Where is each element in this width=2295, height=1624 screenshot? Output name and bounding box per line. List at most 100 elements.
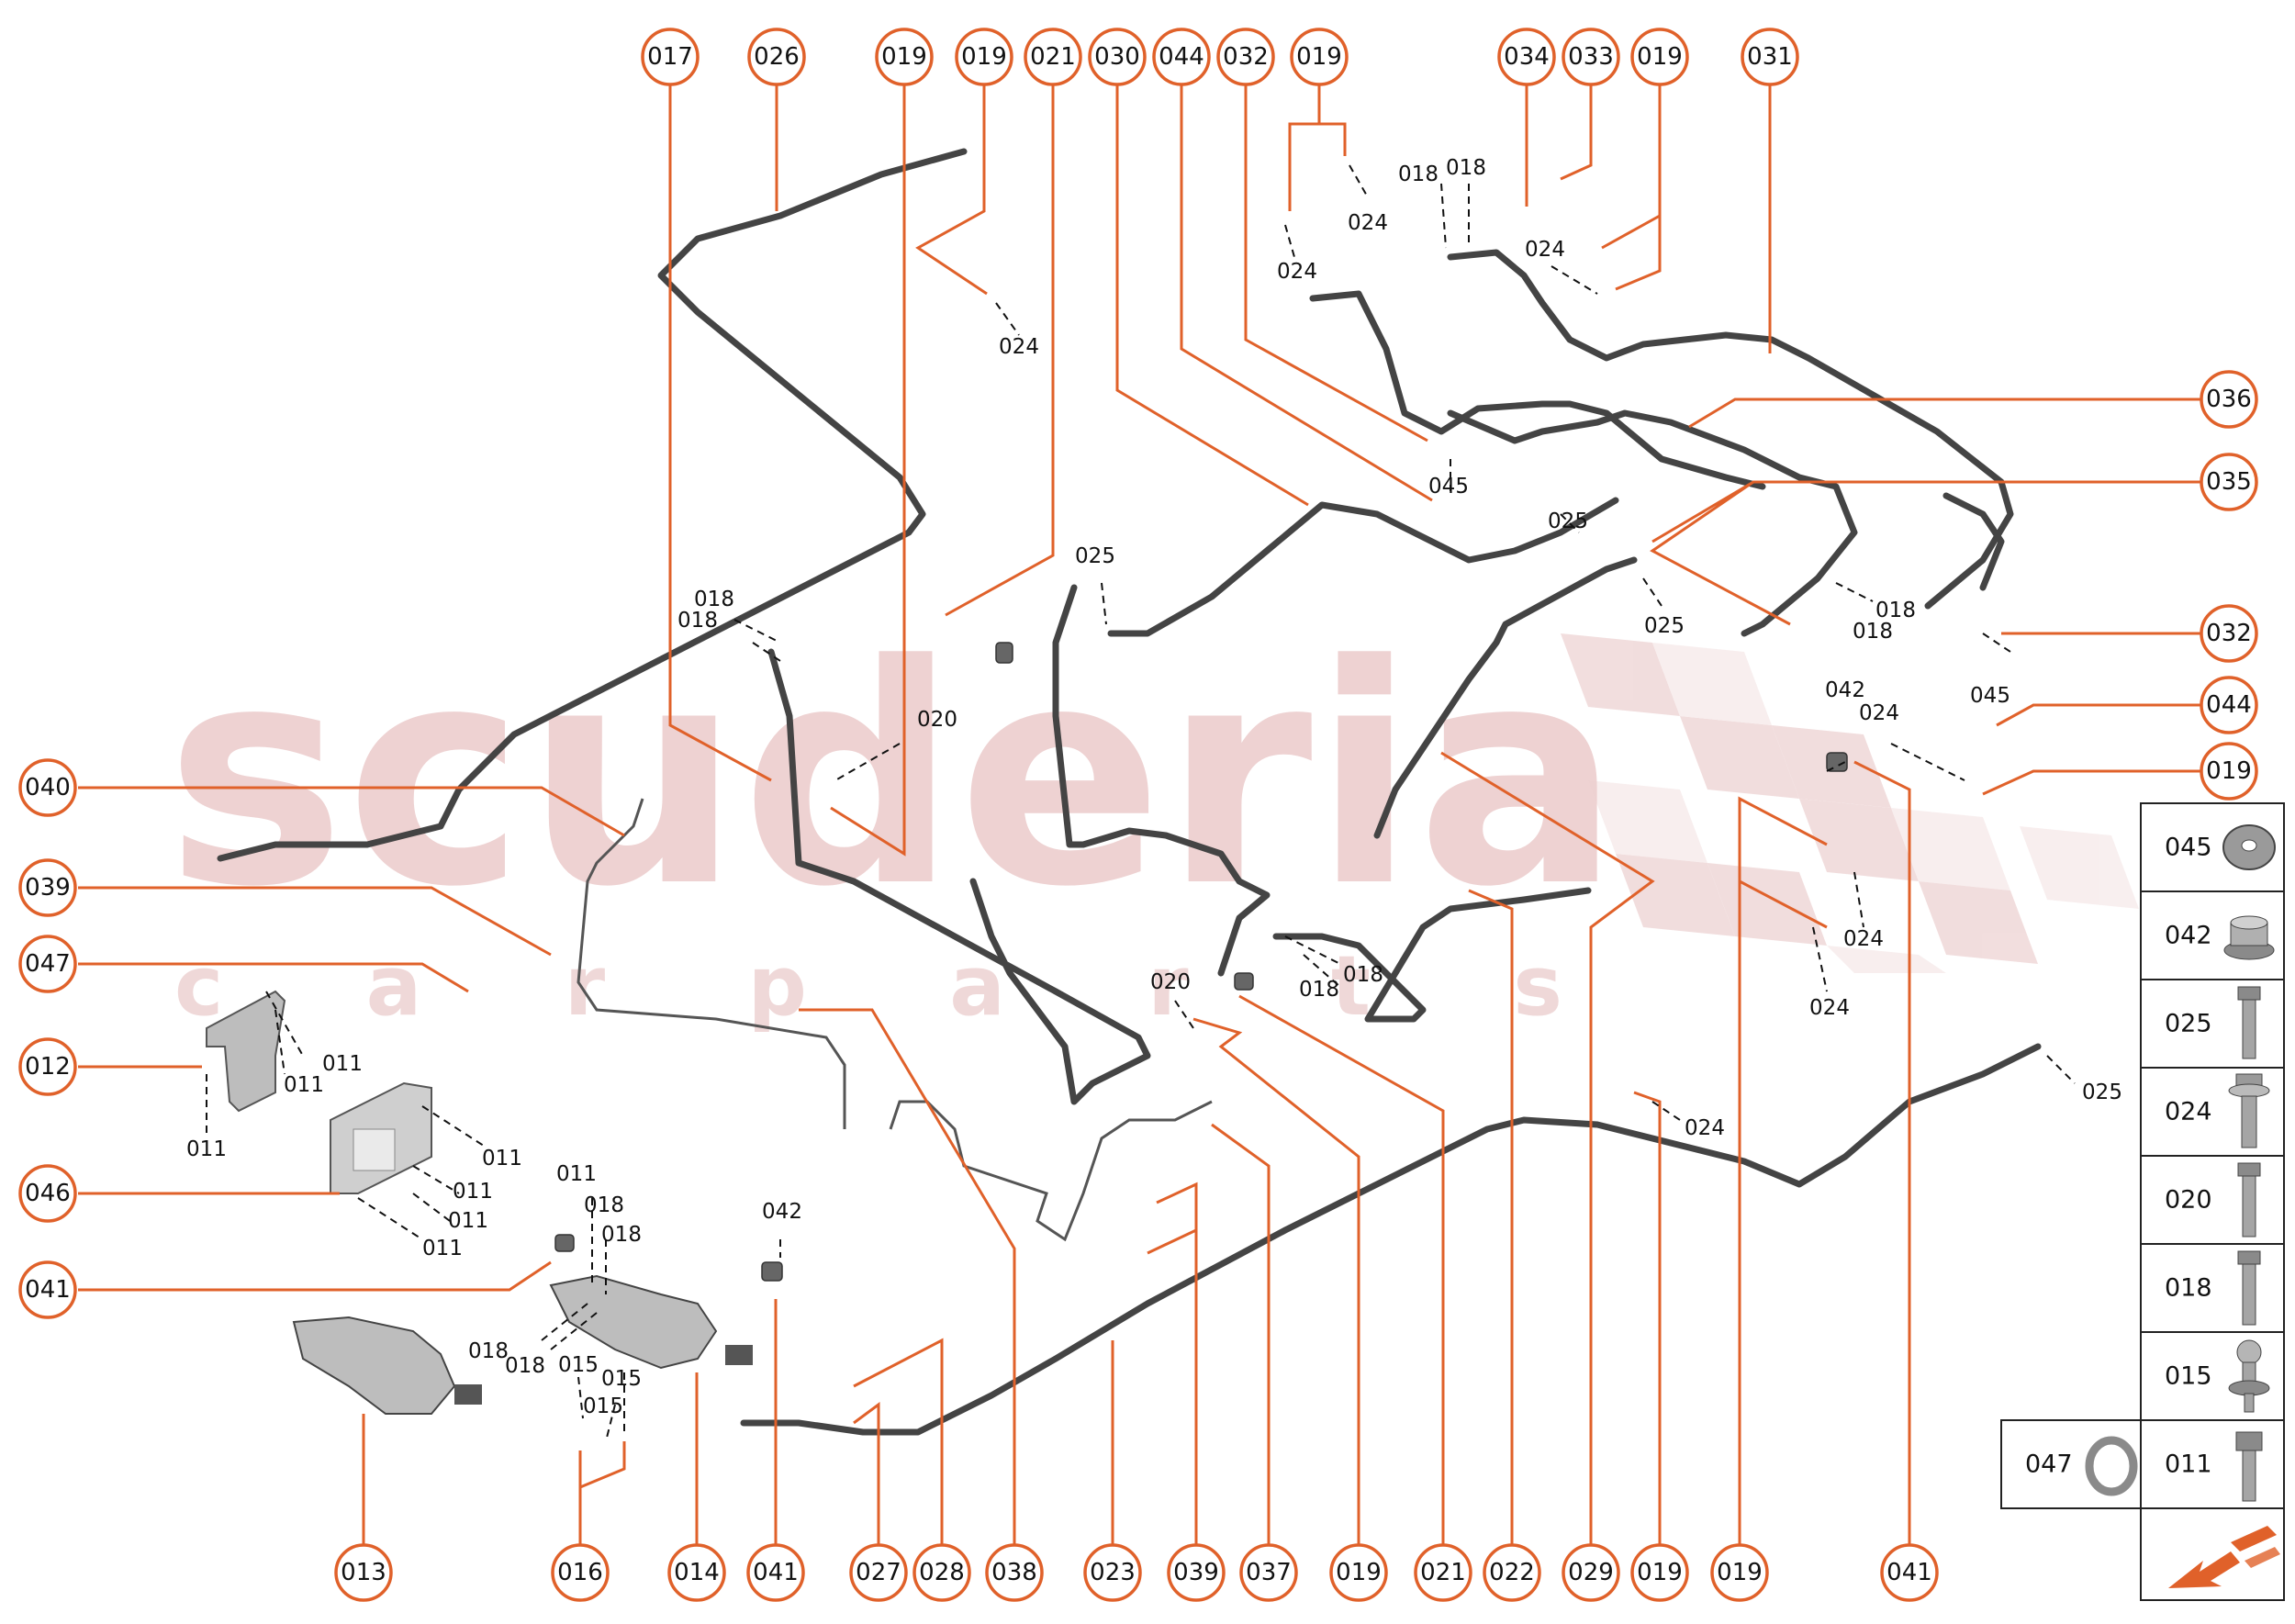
svg-text:019: 019 — [1637, 43, 1683, 71]
callout-029[interactable]: 029 — [1562, 1543, 1620, 1602]
callout-035[interactable]: 035 — [2200, 453, 2258, 511]
bolt-icon — [2237, 986, 2261, 1059]
svg-text:031: 031 — [1747, 43, 1793, 71]
callout-039[interactable]: 039 — [1167, 1543, 1226, 1602]
callout-021[interactable]: 021 — [1024, 28, 1082, 86]
callout-027[interactable]: 027 — [849, 1543, 908, 1602]
part-label: 011 — [448, 1209, 488, 1233]
checkered-flag-icon — [1561, 633, 2139, 973]
svg-text:035: 035 — [2206, 468, 2252, 496]
callout-017[interactable]: 017 — [641, 28, 700, 86]
callout-032[interactable]: 032 — [2200, 604, 2258, 663]
callout-021[interactable]: 021 — [1414, 1543, 1472, 1602]
svg-text:047: 047 — [25, 950, 71, 978]
svg-text:027: 027 — [856, 1559, 901, 1586]
part-label: 018 — [601, 1223, 642, 1247]
svg-text:026: 026 — [754, 43, 800, 71]
callout-019[interactable]: 019 — [1630, 28, 1689, 86]
svg-text:044: 044 — [2206, 691, 2252, 719]
callout-013[interactable]: 013 — [334, 1543, 393, 1602]
callout-031[interactable]: 031 — [1741, 28, 1799, 86]
arrow-icon[interactable] — [2168, 1526, 2280, 1588]
callout-019[interactable]: 019 — [1290, 28, 1349, 86]
part-label: 025 — [1548, 510, 1588, 533]
leader-lines — [78, 75, 2203, 1567]
svg-text:038: 038 — [991, 1559, 1037, 1586]
part-label: 018 — [1853, 620, 1893, 644]
callout-038[interactable]: 038 — [985, 1543, 1044, 1602]
nut-icon — [761, 1261, 783, 1282]
part-label: 024 — [1843, 927, 1884, 951]
svg-text:019: 019 — [961, 43, 1007, 71]
svg-text:033: 033 — [1568, 43, 1614, 71]
svg-text:019: 019 — [2206, 757, 2252, 785]
svg-text:036: 036 — [2206, 386, 2252, 413]
part-label: 018 — [584, 1193, 624, 1217]
legend-code: 018 — [2165, 1274, 2212, 1303]
watermark-sub: c a r p a r t s — [174, 938, 1619, 1035]
callout-019[interactable]: 019 — [955, 28, 1013, 86]
screw-icon — [2235, 1431, 2263, 1502]
callout-036[interactable]: 036 — [2200, 370, 2258, 429]
part-label: 018 — [1446, 156, 1486, 180]
callout-012[interactable]: 012 — [18, 1037, 77, 1096]
part-label: 025 — [2082, 1081, 2122, 1104]
part-label: 045 — [1970, 684, 2010, 708]
part-label: 024 — [1859, 701, 1899, 725]
legend-code: 015 — [2165, 1362, 2212, 1391]
part-label: 024 — [1685, 1116, 1725, 1140]
callout-014[interactable]: 014 — [667, 1543, 726, 1602]
callout-033[interactable]: 033 — [1562, 28, 1620, 86]
callout-019[interactable]: 019 — [2200, 742, 2258, 801]
part-label: 011 — [186, 1137, 227, 1161]
callout-039[interactable]: 039 — [18, 858, 77, 917]
callouts-right: 036 035 032 044 019 — [2200, 370, 2258, 801]
flange-bolt-icon — [2228, 1073, 2270, 1148]
svg-text:039: 039 — [25, 874, 71, 902]
callout-023[interactable]: 023 — [1083, 1543, 1142, 1602]
callout-016[interactable]: 016 — [551, 1543, 610, 1602]
svg-text:017: 017 — [647, 43, 693, 71]
part-label: 045 — [1428, 475, 1469, 498]
legend-code: 042 — [2165, 922, 2212, 950]
svg-text:013: 013 — [341, 1559, 386, 1586]
grommet-icon — [1234, 972, 1254, 991]
callout-019[interactable]: 019 — [875, 28, 934, 86]
svg-text:034: 034 — [1504, 43, 1550, 71]
svg-text:032: 032 — [1223, 43, 1269, 71]
callout-041[interactable]: 041 — [18, 1260, 77, 1319]
svg-text:023: 023 — [1090, 1559, 1136, 1586]
part-label: 024 — [1348, 211, 1388, 235]
callout-041[interactable]: 041 — [746, 1543, 805, 1602]
bolt-icon — [2237, 1162, 2261, 1238]
callout-040[interactable]: 040 — [18, 758, 77, 817]
part-label: 042 — [762, 1200, 802, 1224]
part-label: 015 — [583, 1394, 623, 1418]
part-label: 024 — [1809, 996, 1850, 1020]
watermark-brand: scuderia — [165, 600, 1621, 953]
callout-026[interactable]: 026 — [747, 28, 806, 86]
svg-text:012: 012 — [25, 1053, 71, 1081]
callout-041[interactable]: 041 — [1880, 1543, 1939, 1602]
callout-019[interactable]: 019 — [1329, 1543, 1388, 1602]
callouts-top: 017 026 019 019 021 030 044 032 019 034 … — [641, 28, 1799, 86]
svg-text:019: 019 — [1296, 43, 1342, 71]
svg-text:041: 041 — [25, 1276, 71, 1304]
callout-044[interactable]: 044 — [1152, 28, 1211, 86]
callout-046[interactable]: 046 — [18, 1164, 77, 1223]
callout-047[interactable]: 047 — [18, 935, 77, 993]
callout-034[interactable]: 034 — [1497, 28, 1556, 86]
part-label: 018 — [1299, 978, 1339, 1002]
callout-019[interactable]: 019 — [1710, 1543, 1769, 1602]
flange-nut-icon — [2223, 915, 2275, 960]
part-label: 042 — [1825, 678, 1865, 702]
callout-022[interactable]: 022 — [1483, 1543, 1541, 1602]
part-label: 025 — [1644, 614, 1685, 638]
callout-037[interactable]: 037 — [1239, 1543, 1298, 1602]
callout-028[interactable]: 028 — [912, 1543, 971, 1602]
callout-030[interactable]: 030 — [1088, 28, 1147, 86]
callout-032[interactable]: 032 — [1216, 28, 1275, 86]
part-label: 024 — [1525, 238, 1565, 262]
callout-019[interactable]: 019 — [1630, 1543, 1689, 1602]
callout-044[interactable]: 044 — [2200, 676, 2258, 734]
